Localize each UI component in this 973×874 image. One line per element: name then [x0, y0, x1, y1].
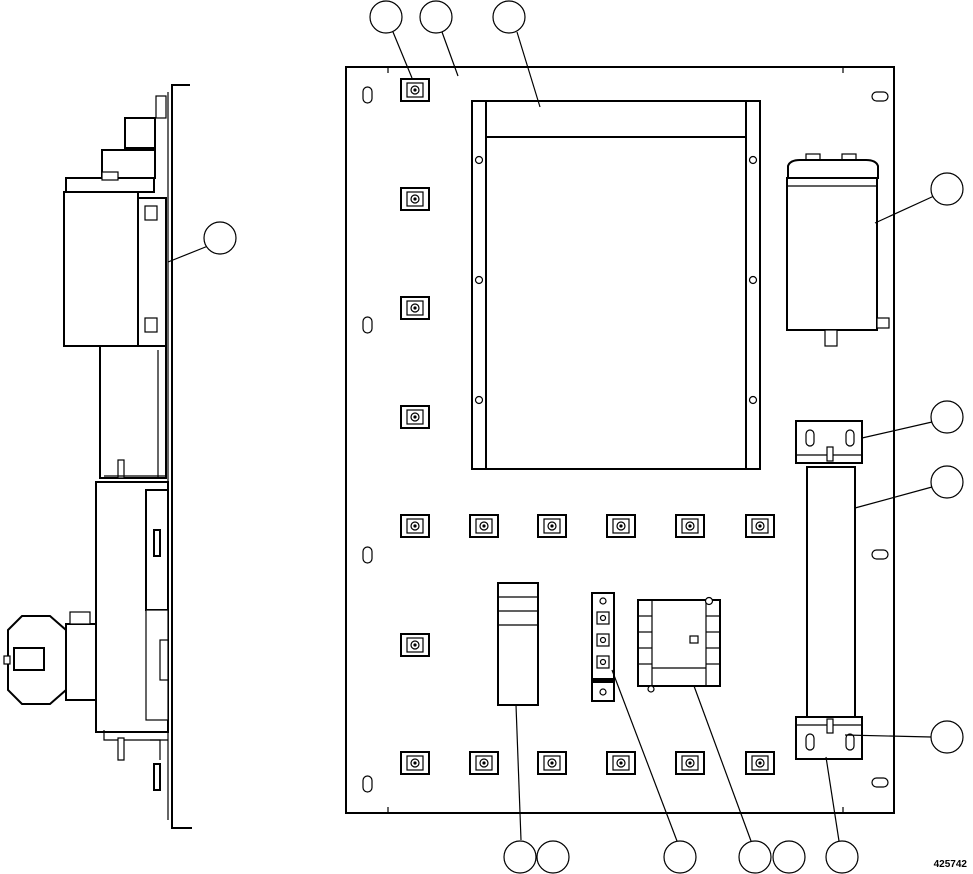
callout-circle — [492, 0, 526, 34]
transformer-block — [471, 100, 761, 470]
terminal-stud — [400, 405, 430, 429]
callout-circle — [503, 840, 537, 874]
terminal-stud — [537, 751, 567, 775]
side-capacitor-assembly — [63, 117, 167, 361]
callout-circle — [663, 840, 697, 874]
side-rail-section — [99, 345, 167, 479]
terminal-stud — [606, 751, 636, 775]
callout-circle — [825, 840, 859, 874]
contactor — [637, 596, 721, 693]
callout-circle — [738, 840, 772, 874]
terminal-stud — [745, 751, 775, 775]
front-panel — [345, 66, 895, 814]
side-lower-component — [95, 481, 169, 791]
terminal-studs — [400, 78, 775, 775]
terminal-stud — [469, 751, 499, 775]
terminal-stud — [400, 751, 430, 775]
terminal-stud — [400, 296, 430, 320]
callout-circle — [930, 172, 964, 206]
terminal-stud — [400, 187, 430, 211]
terminal-strip — [591, 592, 615, 702]
callout-circle — [419, 0, 453, 34]
callout-circle — [772, 840, 806, 874]
terminal-stud — [675, 514, 705, 538]
terminal-stud — [745, 514, 775, 538]
terminal-stud — [675, 751, 705, 775]
mounting-slots — [362, 86, 889, 793]
terminal-stud — [400, 514, 430, 538]
callout-circle — [930, 400, 964, 434]
callouts — [167, 0, 964, 874]
callout-circle — [930, 465, 964, 499]
side-view — [3, 84, 192, 829]
side-panel-plate — [171, 84, 192, 829]
capacitor — [786, 153, 890, 347]
terminal-stud — [400, 633, 430, 657]
callout-circle — [930, 720, 964, 754]
resistor-assembly — [795, 420, 863, 760]
side-connector — [3, 611, 97, 705]
callout-circle — [369, 0, 403, 34]
terminal-stud — [400, 78, 430, 102]
terminal-stud — [537, 514, 567, 538]
figure-number: 425742 — [933, 859, 967, 870]
terminal-stud — [469, 514, 499, 538]
callout-circle — [536, 840, 570, 874]
relay — [497, 582, 539, 706]
terminal-stud — [606, 514, 636, 538]
callout-circle — [203, 221, 237, 255]
